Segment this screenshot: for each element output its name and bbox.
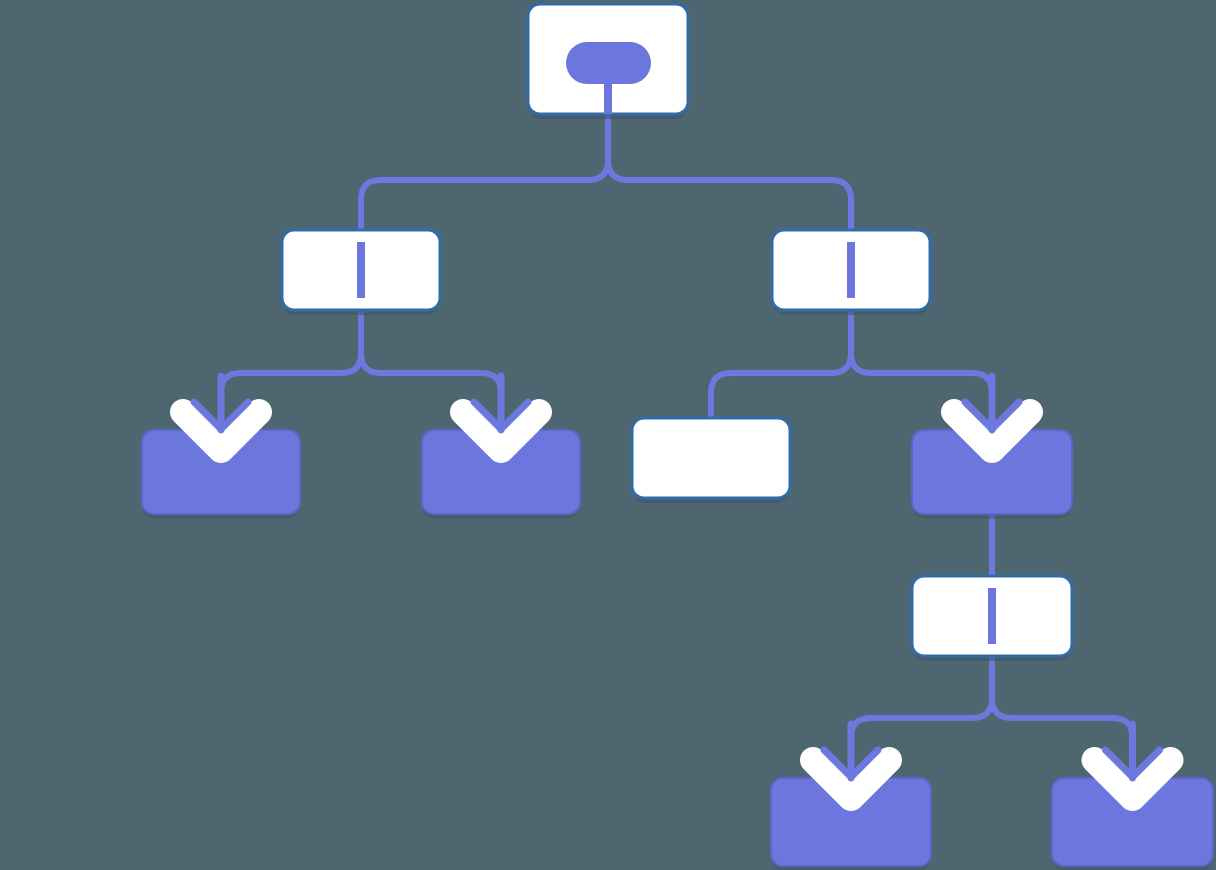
edge-root-to-left — [358, 114, 611, 230]
node-box[interactable] — [630, 416, 792, 500]
arrow-white-chevron — [800, 747, 902, 811]
node-n-lr[interactable] — [421, 429, 581, 519]
edge-right-to-rl — [708, 310, 854, 418]
arrow-white-chevron — [1081, 747, 1184, 811]
arrow-down-icon — [941, 372, 1043, 463]
root-stem — [604, 66, 612, 114]
arrow-white-chevron — [941, 399, 1043, 463]
arrow-down-icon — [450, 372, 552, 463]
arrow-down-icon — [800, 720, 902, 811]
edge-root-to-right — [605, 114, 854, 230]
node-n-l[interactable] — [280, 228, 442, 315]
node-root[interactable] — [526, 2, 690, 119]
node-pass-through-line — [847, 242, 855, 298]
arrow-down-icon — [170, 372, 272, 463]
root-pill-icon — [566, 42, 651, 84]
node-pass-through-line — [357, 242, 365, 298]
arrow-layer — [170, 372, 1184, 811]
node-n-rrc[interactable] — [910, 574, 1074, 661]
node-pass-through-line — [988, 588, 996, 644]
arrow-white-chevron — [450, 399, 552, 463]
node-n-b1[interactable] — [770, 777, 932, 870]
node-n-rl[interactable] — [630, 416, 792, 503]
arrow-down-icon — [1081, 720, 1184, 811]
node-n-r[interactable] — [770, 228, 932, 315]
node-n-b2[interactable] — [1051, 777, 1214, 870]
arrow-white-chevron — [170, 399, 272, 463]
node-n-rr[interactable] — [911, 429, 1073, 519]
node-layer — [141, 2, 1214, 870]
